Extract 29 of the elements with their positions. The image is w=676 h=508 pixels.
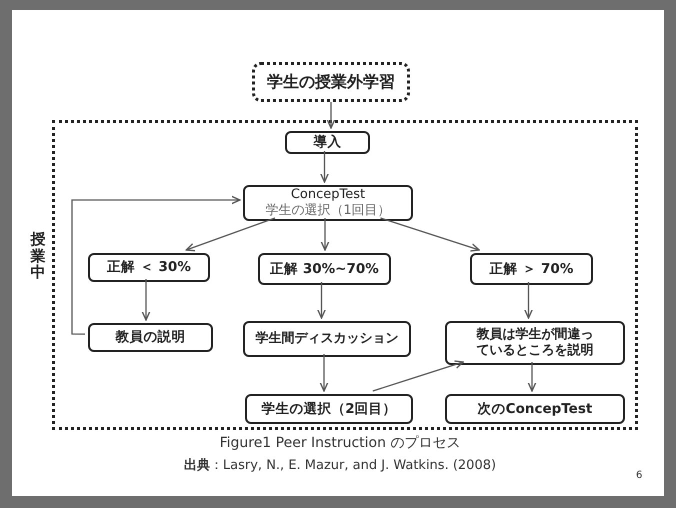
process-box: 正解 ＜ 30% [88, 253, 210, 282]
arrow [528, 362, 536, 392]
process-box: 学生間ディスカッション [243, 321, 411, 357]
arrow [320, 151, 329, 183]
process-box: 導入 [285, 131, 370, 154]
process-box: 正解 30%~70% [258, 253, 391, 285]
arrow [326, 102, 336, 129]
process-box: 教員は学生が間違っているところを説明 [445, 321, 625, 365]
arrow [320, 354, 328, 392]
process-box: 教員の説明 [88, 323, 213, 352]
process-box: 次のConcepTest [445, 394, 625, 424]
arrow [71, 196, 241, 335]
arrow [524, 282, 533, 319]
source-note: 出典：Lasry, N., E. Mazur, and J. Watkins. (2008) [182, 457, 498, 474]
box-text: 学生の選択（1回目） [265, 203, 391, 220]
arrow [142, 279, 150, 321]
process-box: 学生の選択（2回目） [245, 394, 413, 424]
page-number: 6 [636, 470, 642, 481]
arrow [320, 218, 330, 251]
process-box: 正解 ＞ 70% [470, 253, 593, 285]
process-box: 学生の授業外学習 [252, 62, 410, 102]
process-box [243, 185, 413, 221]
arrow [186, 217, 276, 252]
arrow [317, 282, 326, 319]
figure-caption: Figure1 Peer Instruction のプロセス [218, 434, 462, 452]
arrow [372, 360, 464, 392]
box-text: ConcepTest [290, 186, 366, 203]
arrow [380, 217, 480, 252]
group-label: 授業中 [30, 231, 46, 280]
